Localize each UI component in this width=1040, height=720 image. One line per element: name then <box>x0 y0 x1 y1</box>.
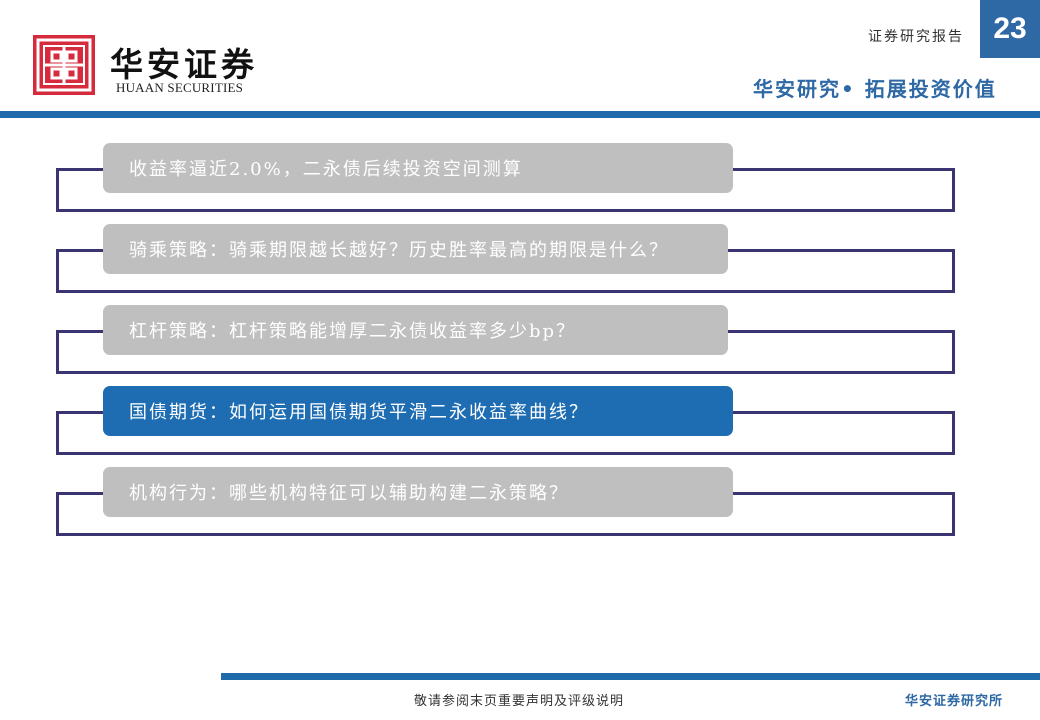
footer-divider-bar <box>221 673 1040 680</box>
logo-wordmark-cn: 华安证券 <box>110 45 258 84</box>
agenda-item-label[interactable]: 收益率逼近2.0%，二永债后续投资空间测算 <box>103 143 733 193</box>
header-divider-bar <box>0 111 1040 118</box>
page-number: 23 <box>980 0 1040 58</box>
agenda-item-label[interactable]: 杠杆策略：杠杆策略能增厚二永债收益率多少bp？ <box>103 305 728 355</box>
footer-brand: 华安证券研究所 <box>905 694 1004 709</box>
report-type-label: 证券研究报告 <box>868 29 964 45</box>
header-slogan: 华安研究• 拓展投资价值 <box>753 77 997 101</box>
logo-wordmark-en: HUAAN SECURITIES <box>116 80 244 95</box>
logo-mark-icon <box>33 35 95 95</box>
agenda-item-label-active[interactable]: 国债期货：如何运用国债期货平滑二永收益率曲线？ <box>103 386 733 436</box>
agenda-item-label[interactable]: 骑乘策略：骑乘期限越长越好？历史胜率最高的期限是什么？ <box>103 224 728 274</box>
agenda-item-label[interactable]: 机构行为：哪些机构特征可以辅助构建二永策略？ <box>103 467 733 517</box>
footer-disclaimer: 敬请参阅末页重要声明及评级说明 <box>414 694 625 709</box>
